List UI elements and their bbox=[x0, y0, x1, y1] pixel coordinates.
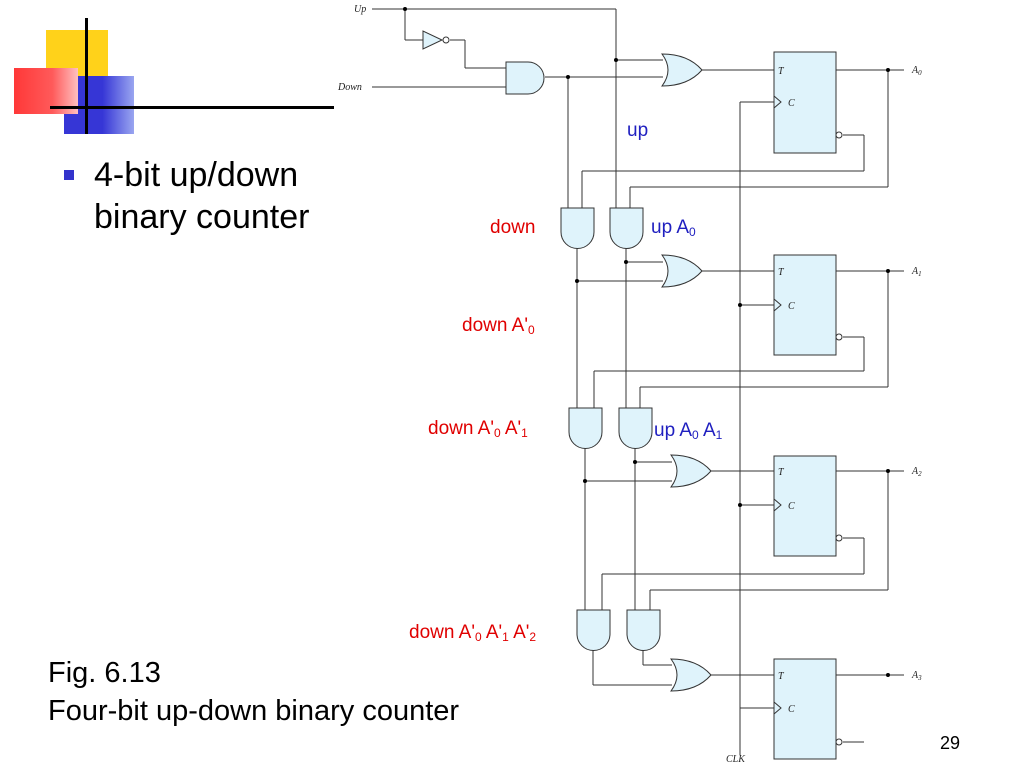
slide-number: 29 bbox=[940, 733, 961, 753]
ff1-t-label: T bbox=[778, 267, 785, 278]
and-gate-down-0 bbox=[560, 207, 595, 249]
annotation-down: down bbox=[490, 217, 536, 238]
figure-caption: Fig. 6.13 Four-bit up-down binary counte… bbox=[48, 654, 459, 730]
output-label-a3: A3 bbox=[911, 670, 922, 682]
ff0-t-label: T bbox=[778, 66, 785, 77]
t-flip-flop-3 bbox=[773, 658, 837, 760]
ff2-t-label: T bbox=[778, 467, 785, 478]
ff2-c-label: C bbox=[788, 501, 795, 512]
deco-vertical-line bbox=[85, 18, 88, 134]
ff1-c-label: C bbox=[788, 301, 795, 312]
or-gate-2 bbox=[670, 454, 712, 488]
annotation-down-a0-prime: down A'0 bbox=[462, 315, 535, 337]
ff0-c-label: C bbox=[788, 98, 795, 109]
input-label-down: Down bbox=[337, 82, 362, 93]
bullet-item: 4-bit up/down binary counter bbox=[64, 154, 384, 238]
annotation-up: up bbox=[627, 120, 649, 141]
clock-label: CLK bbox=[726, 754, 746, 765]
and-gate-down-2 bbox=[576, 609, 611, 651]
caption-figure-number: Fig. 6.13 bbox=[48, 657, 161, 689]
or-gate-3 bbox=[670, 658, 712, 692]
and-gate-down-1 bbox=[568, 407, 603, 449]
t-flip-flop-2 bbox=[773, 455, 837, 557]
output-label-a0: A0 bbox=[911, 65, 922, 77]
annotation-down-a0-a1-a2-prime: down A'0 A'1 A'2 bbox=[409, 622, 537, 644]
t-flip-flop-0 bbox=[773, 51, 837, 154]
and-gate-up-0 bbox=[609, 207, 644, 249]
t-flip-flop-1 bbox=[773, 254, 837, 356]
input-label-up: Up bbox=[354, 4, 366, 15]
ff3-t-label: T bbox=[778, 671, 785, 682]
caption-title: Four-bit up-down binary counter bbox=[48, 695, 460, 727]
inverter-gate bbox=[422, 30, 450, 50]
output-label-a2: A2 bbox=[911, 466, 922, 478]
and-gate-direction bbox=[505, 61, 545, 95]
bullet-marker bbox=[64, 170, 74, 180]
ff3-c-label: C bbox=[788, 704, 795, 715]
bullet-text: 4-bit up/down binary counter bbox=[94, 156, 310, 236]
annotation-down-a0-a1-prime: down A'0 A'1 bbox=[428, 418, 528, 440]
output-label-a1: A1 bbox=[911, 266, 922, 278]
annotation-up-a0: up A0 bbox=[651, 217, 696, 239]
deco-horizontal-line bbox=[50, 106, 334, 109]
annotation-up-a0-a1: up A0 A1 bbox=[654, 420, 723, 442]
or-gate-0 bbox=[661, 53, 703, 87]
and-gate-up-1 bbox=[618, 407, 653, 449]
or-gate-1 bbox=[661, 254, 703, 288]
and-gate-up-2 bbox=[626, 609, 661, 651]
